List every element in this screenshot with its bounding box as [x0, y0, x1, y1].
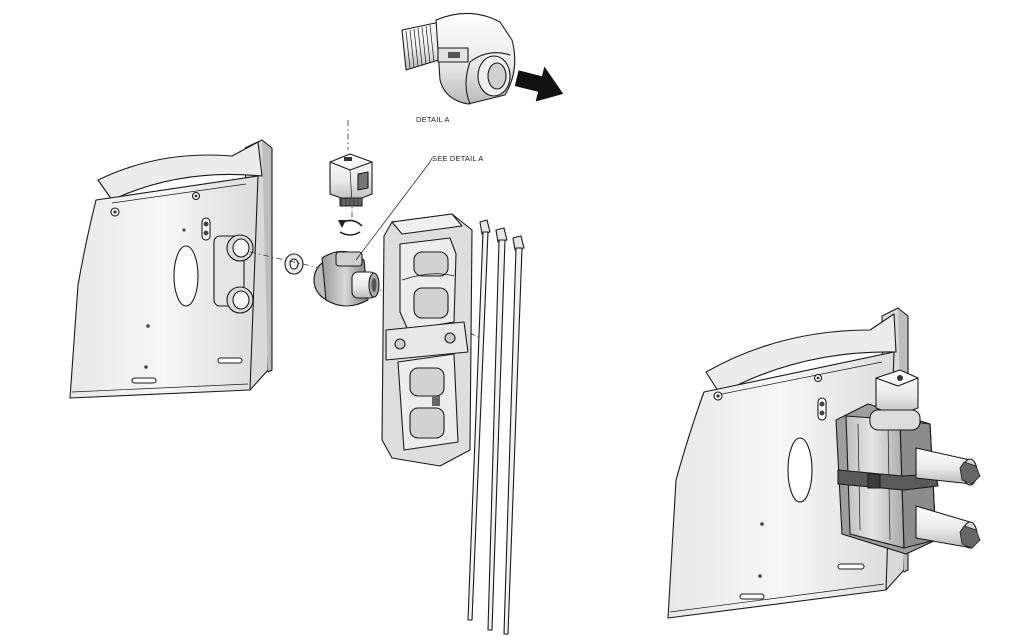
rotate-arrow-icon — [338, 219, 363, 236]
see-detail-a-label: SEE DETAIL A — [432, 154, 484, 163]
pipe-end-upper-icon — [959, 461, 981, 485]
sealing-washer — [284, 253, 304, 275]
left-mounting-bracket — [69, 139, 273, 399]
assembled-insulation-block — [835, 369, 981, 555]
valve-body — [313, 250, 380, 307]
direction-arrow-icon — [514, 66, 564, 102]
insulation-shell — [381, 213, 473, 467]
cable-ties — [467, 219, 525, 635]
valve-cap — [329, 153, 373, 207]
detail-a-fitting — [401, 12, 564, 105]
detail-a-label: DETAIL A — [416, 115, 450, 124]
pipe-end-lower-icon — [959, 525, 981, 549]
